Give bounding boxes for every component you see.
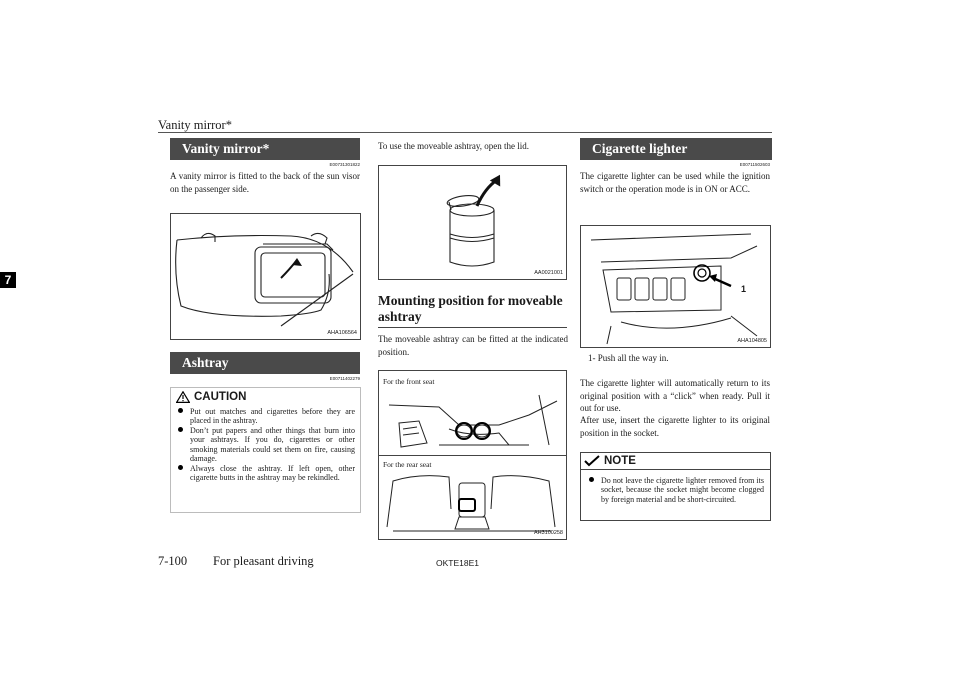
ashtray-intro: To use the moveable ashtray, open the li… (378, 141, 529, 151)
sun-visor-figure: AHA106564 (170, 213, 361, 340)
cigarette-lighter-illustration (590, 233, 758, 345)
mounting-figure-id: AH3100258 (533, 530, 563, 536)
note-header: NOTE (581, 453, 770, 470)
header-rule (158, 132, 772, 133)
bullet-dot-icon (178, 427, 183, 433)
vanity-figure-id: AHA106564 (327, 330, 357, 336)
ashtray-figure-id: AA0021001 (534, 270, 563, 276)
bullet-dot-icon (589, 477, 594, 482)
note-box: NOTE Do not leave the cigarette lighter … (580, 452, 771, 521)
cigarette-lighter-code: E00711502603 (739, 162, 770, 167)
footer-doc-code: OKTE18E1 (436, 558, 479, 568)
moveable-ashtray-figure: AA0021001 (378, 165, 567, 280)
cigarette-lighter-figure: 1 AHA104805 (580, 225, 771, 348)
moveable-ashtray-illustration (446, 174, 501, 267)
mounting-title: Mounting position for moveable ashtray (378, 293, 563, 324)
callout-number: 1 (741, 284, 747, 294)
vanity-mirror-title: Vanity mirror* (170, 138, 360, 160)
caution-item: Put out matches and cigarettes before th… (176, 407, 355, 426)
caution-item: Always close the ashtray. If left open, … (176, 464, 355, 483)
sun-visor-illustration (175, 232, 354, 327)
mounting-body: The moveable ashtray can be fitted at th… (378, 334, 568, 357)
caution-label: CAUTION (194, 391, 247, 403)
bullet-dot-icon (178, 464, 183, 470)
lighter-figure-id: AHA104805 (737, 338, 767, 344)
bullet-dot-icon (178, 408, 183, 413)
note-item: Do not leave the cigarette lighter remov… (587, 476, 764, 504)
running-head: Vanity mirror* (158, 118, 232, 132)
figure-divider (379, 455, 566, 456)
return-text: The cigarette lighter will automatically… (580, 378, 770, 413)
mounting-position-figure: For the front seat For the rear seat AH3… (378, 370, 567, 540)
front-seat-illustration (388, 394, 558, 448)
ashtray-title: Ashtray (170, 352, 360, 374)
caution-header: CAUTION (176, 391, 355, 403)
step-1-label: 1- Push all the way in. (588, 353, 669, 363)
note-list: Do not leave the cigarette lighter remov… (587, 476, 764, 504)
cigarette-lighter-body: The cigarette lighter can be used while … (580, 171, 770, 194)
note-label: NOTE (604, 455, 636, 467)
ashtray-code: E00711402279 (329, 376, 360, 381)
footer-page-number: 7-100 (158, 554, 188, 568)
caution-list: Put out matches and cigarettes before th… (176, 407, 355, 482)
warning-triangle-icon (176, 391, 190, 403)
caution-box: CAUTION Put out matches and cigarettes b… (170, 387, 361, 513)
rear-seat-illustration (386, 475, 556, 532)
footer-section: For pleasant driving (213, 554, 314, 568)
mounting-rule (378, 327, 567, 328)
rear-seat-caption: For the rear seat (383, 460, 432, 469)
chapter-tab: 7 (0, 272, 16, 288)
front-seat-caption: For the front seat (383, 377, 435, 386)
caution-item: Don’t put papers and other things that b… (176, 426, 355, 463)
after-use-text: After use, insert the cigarette lighter … (580, 415, 770, 438)
cigarette-lighter-title: Cigarette lighter (580, 138, 772, 160)
vanity-mirror-body: A vanity mirror is fitted to the back of… (170, 171, 360, 194)
vanity-mirror-code: E00731301822 (329, 162, 360, 167)
note-checkmark-icon (584, 455, 600, 467)
